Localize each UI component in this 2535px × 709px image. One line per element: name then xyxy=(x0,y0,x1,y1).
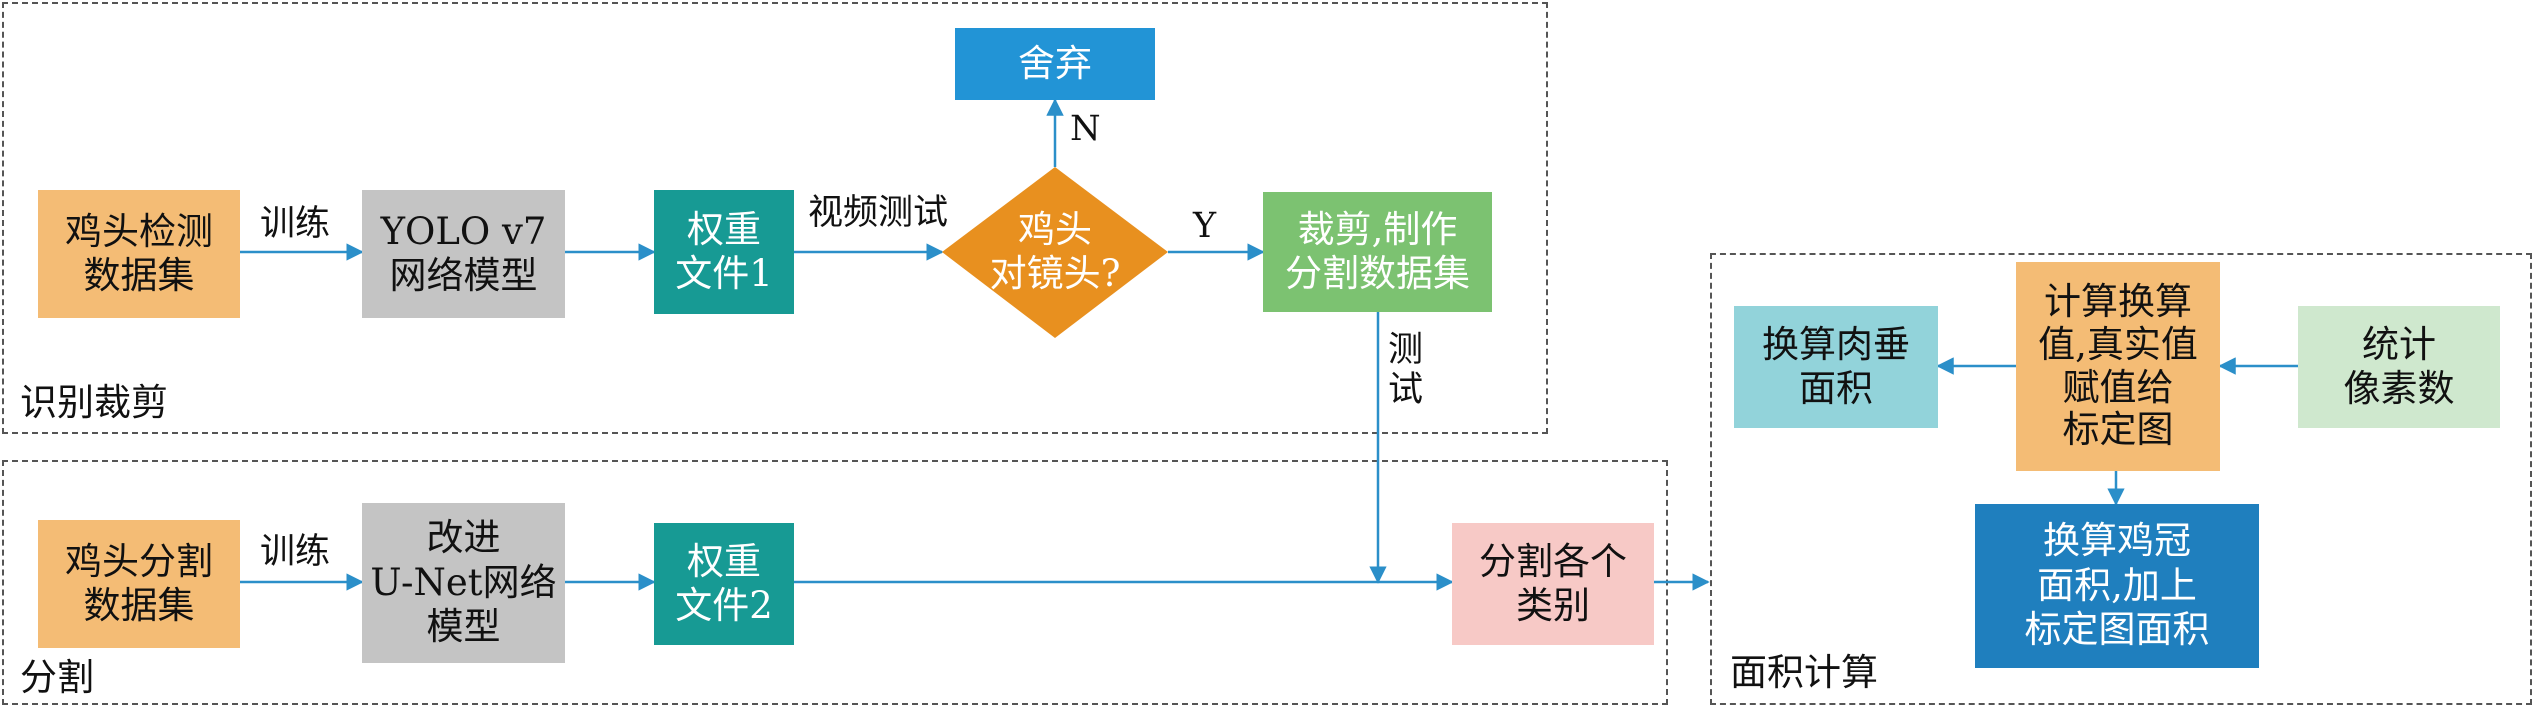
node-discard: 舍弃 xyxy=(955,28,1155,100)
edge-label-train-1: 训练 xyxy=(260,204,331,244)
edge-label-yes: Y xyxy=(1193,206,1217,246)
node-improved-unet-model: 改进 U-Net网络 模型 xyxy=(362,503,565,663)
node-segment-classes: 分割各个 类别 xyxy=(1452,523,1654,645)
group-recognition-crop xyxy=(2,2,1548,434)
node-decision-facing-camera: 鸡头 对镜头? xyxy=(989,207,1121,295)
node-weights-file-2: 权重 文件2 xyxy=(654,523,794,645)
group-label-recognition: 识别裁剪 xyxy=(20,381,168,424)
group-label-segmentation: 分割 xyxy=(20,656,94,699)
node-weights-file-1: 权重 文件1 xyxy=(654,190,794,314)
node-comb-area: 换算鸡冠 面积,加上 标定图面积 xyxy=(1975,504,2259,668)
edge-label-test: 测 试 xyxy=(1388,330,1424,411)
edge-label-train-2: 训练 xyxy=(260,532,331,572)
group-label-area: 面积计算 xyxy=(1730,651,1878,694)
node-count-pixels: 统计 像素数 xyxy=(2298,306,2500,428)
node-chicken-head-seg-dataset: 鸡头分割 数据集 xyxy=(38,520,240,648)
node-compute-ratio-calibration: 计算换算 值,真实值 赋值给 标定图 xyxy=(2016,262,2220,471)
node-crop-seg-dataset: 裁剪,制作 分割数据集 xyxy=(1263,192,1492,312)
node-yolo-model: YOLO v7 网络模型 xyxy=(362,190,565,318)
edge-label-no: N xyxy=(1070,109,1101,149)
node-chicken-head-detect-dataset: 鸡头检测 数据集 xyxy=(38,190,240,318)
node-wattle-area: 换算肉垂 面积 xyxy=(1734,306,1938,428)
decision-diamond xyxy=(942,167,1168,338)
edge-label-video-test: 视频测试 xyxy=(808,193,949,233)
group-area-calculation xyxy=(1710,253,2532,705)
